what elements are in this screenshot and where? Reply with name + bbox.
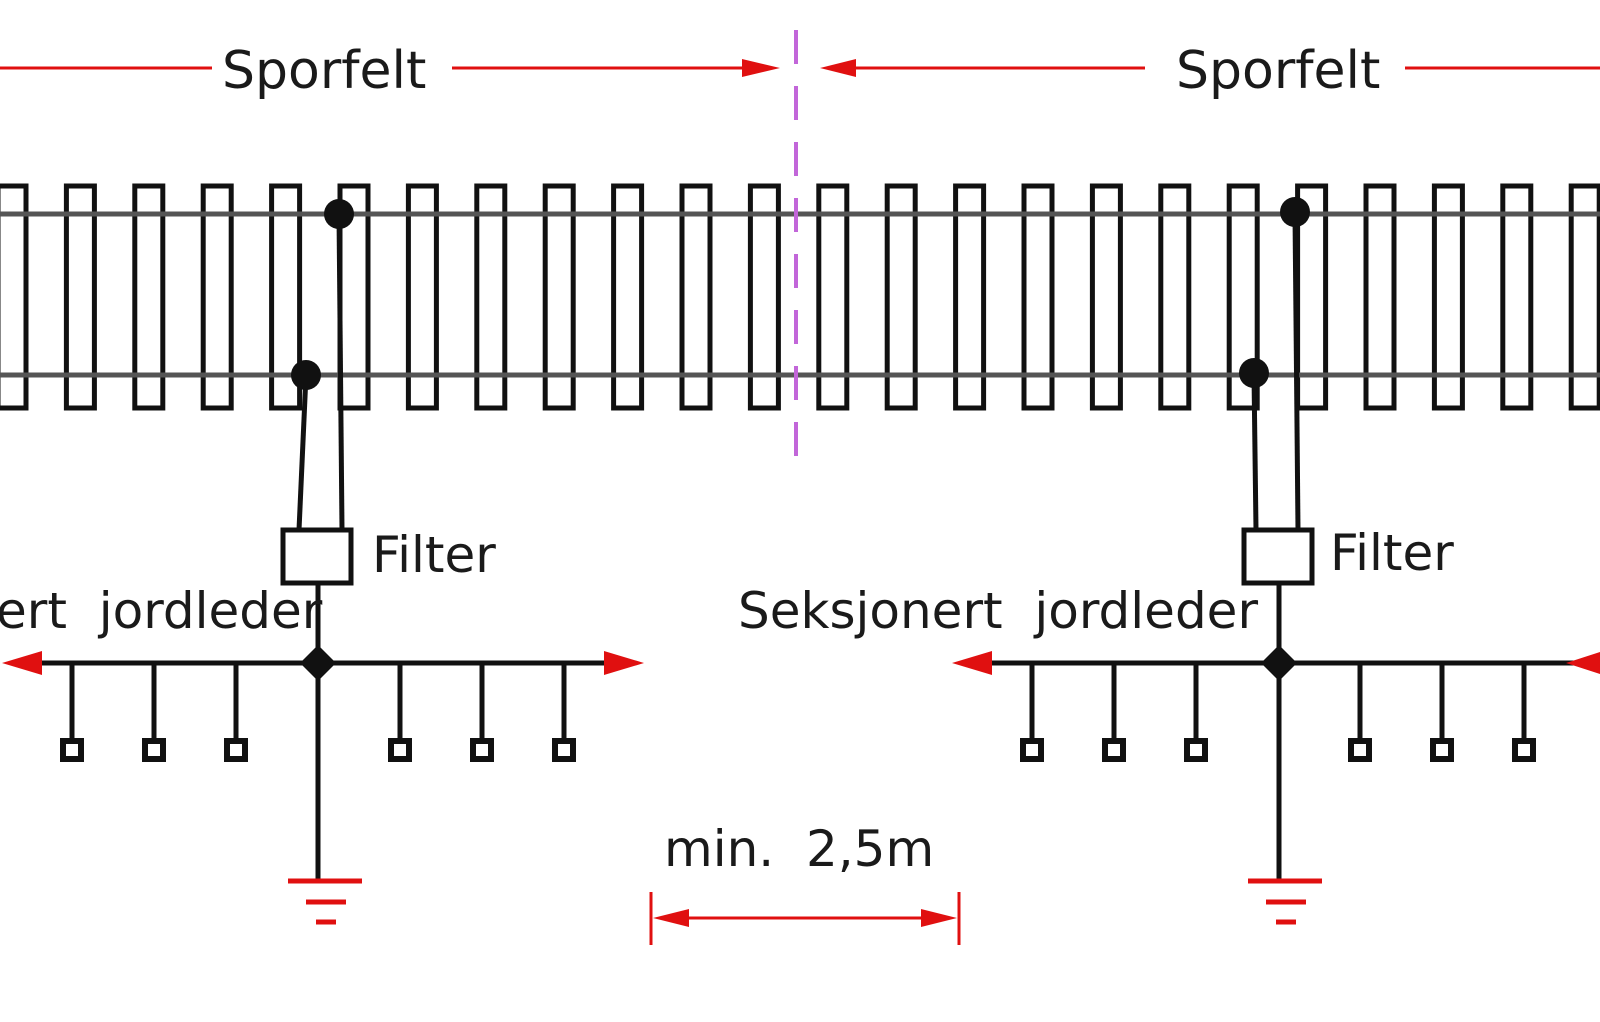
sleeper [953,183,987,411]
ground-conductor-arrow-left-end [2,651,42,675]
min-distance-label: min. 2,5m [664,820,934,878]
junction-diamond-left [300,645,336,681]
track-field-dimension-right [820,59,1600,77]
ground-conductor-label-left: ert jordleder [0,582,323,640]
min-distance-arrowhead-right [921,909,957,927]
sleeper [63,183,97,411]
sleeper [611,183,645,411]
sleeper [1089,183,1123,411]
earth-symbol-left [288,878,362,925]
sleeper [884,183,918,411]
ground-conductor-arrow-right-right-end [1566,652,1600,674]
sleeper [1363,183,1397,411]
arrowhead-right [742,59,780,77]
sleeper [816,183,850,411]
filter-label-left: Filter [372,526,496,584]
junction-diamond-right [1261,645,1297,681]
rail-bond-point-lower-left [291,360,321,390]
filter-box-right [1241,527,1315,586]
sleeper [0,183,29,411]
ground-conductor-right [990,660,1600,880]
sleeper [405,183,439,411]
arrowhead-left [820,59,856,77]
min-distance-arrowhead-left [653,909,689,927]
ground-conductor-left [40,660,606,880]
sleeper [542,183,576,411]
sleeper [1500,183,1534,411]
track-field-dimension-left [0,59,780,77]
sleeper [1568,183,1600,411]
sleeper [1226,183,1260,411]
ground-conductor-arrow-right-left-end [952,651,992,675]
track-field-label-left: Sporfelt [222,41,426,101]
rail-bond-point-upper-left [324,199,354,229]
filter-label-right: Filter [1330,524,1454,582]
ground-electrodes-left [60,738,576,762]
sleeper [1021,183,1055,411]
ground-conductor-label-right: Seksjonert jordleder [738,582,1258,640]
filter-box-left [280,527,354,586]
sleeper [1158,183,1192,411]
ground-conductor-arrow-right-end [604,651,644,675]
min-distance-dimension [649,892,961,945]
sleeper [269,183,303,411]
sleeper [679,183,713,411]
track-field-label-right: Sporfelt [1176,41,1380,101]
earth-symbol-right [1248,878,1322,925]
sleeper [132,183,166,411]
rail-bond-point-lower-right [1239,358,1269,388]
sleeper [200,183,234,411]
ground-electrodes-right [1020,738,1536,762]
rail-bond-point-upper-right [1280,197,1310,227]
sleeper [747,183,781,411]
sleeper [474,183,508,411]
sleeper [1431,183,1465,411]
